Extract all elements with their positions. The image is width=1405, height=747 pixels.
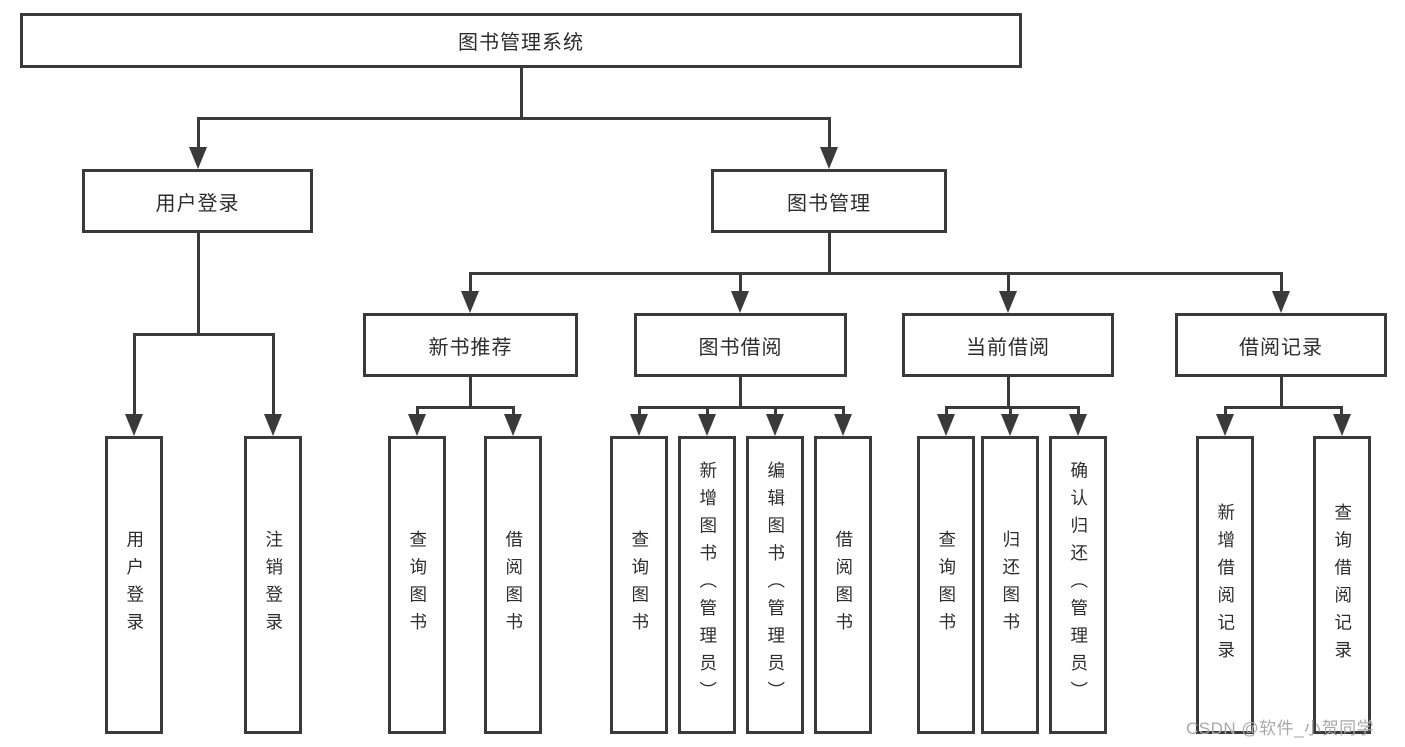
node-label: 用户登录 — [155, 192, 240, 215]
leaf-query-borrow-record: 查询借阅记录 — [1313, 436, 1371, 734]
leaf-query-books-recommend: 查询图书 — [388, 436, 446, 734]
leaf-label: 查询图书 — [407, 530, 428, 640]
leaf-query-books-current: 查询图书 — [917, 436, 975, 734]
node-label: 图书管理 — [787, 192, 871, 215]
node-label: 借阅记录 — [1239, 336, 1323, 359]
node-borrowing-records: 借阅记录 — [1175, 313, 1387, 377]
leaf-add-books-admin: 新增图书（管理员） — [678, 436, 736, 734]
arrowhead-down-icon — [1333, 414, 1351, 436]
leaf-user-login: 用户登录 — [105, 436, 163, 734]
arrowhead-down-icon — [1001, 414, 1019, 436]
leaf-query-books-borrowing: 查询图书 — [610, 436, 668, 734]
node-book-borrowing: 图书借阅 — [634, 313, 847, 377]
arrowhead-down-icon — [1272, 291, 1290, 313]
connector-hline — [133, 333, 275, 336]
arrowhead-down-icon — [125, 414, 143, 436]
arrowhead-down-icon — [698, 414, 716, 436]
leaf-label: 新增图书（管理员） — [697, 461, 718, 709]
connector-hline — [1225, 406, 1343, 409]
node-new-book-recommendation: 新书推荐 — [363, 313, 578, 377]
connector-hline — [946, 406, 1079, 409]
node-label: 图书管理系统 — [458, 32, 584, 54]
node-book-management: 图书管理 — [711, 169, 947, 233]
leaf-label: 确认归还（管理员） — [1068, 461, 1089, 709]
leaf-label: 归还图书 — [1000, 530, 1021, 640]
connector-vline — [1077, 406, 1080, 416]
leaf-return-books: 归还图书 — [981, 436, 1039, 734]
arrowhead-down-icon — [189, 147, 207, 169]
connector-vline — [706, 406, 709, 416]
arrowhead-down-icon — [264, 414, 282, 436]
node-user-login: 用户登录 — [82, 169, 313, 233]
arrowhead-down-icon — [820, 147, 838, 169]
node-current-borrowing: 当前借阅 — [902, 313, 1114, 377]
arrowhead-down-icon — [937, 414, 955, 436]
node-label: 新书推荐 — [428, 336, 513, 359]
leaf-edit-books-admin: 编辑图书（管理员） — [746, 436, 804, 734]
watermark: CSDN @软件_小贺同学 — [1186, 719, 1375, 738]
connector-vline — [842, 406, 845, 416]
connector-hline — [639, 406, 844, 409]
leaf-label: 借阅图书 — [503, 530, 524, 640]
leaf-borrow-books-recommend: 借阅图书 — [484, 436, 542, 734]
connector-vline — [1224, 406, 1227, 416]
leaf-label: 编辑图书（管理员） — [765, 461, 786, 709]
connector-vline — [1007, 272, 1010, 293]
leaf-label: 注销登录 — [263, 530, 284, 640]
connector-hline — [470, 272, 1282, 275]
arrowhead-down-icon — [834, 414, 852, 436]
arrowhead-down-icon — [504, 414, 522, 436]
leaf-label: 借阅图书 — [833, 530, 854, 640]
connector-vline — [512, 406, 515, 416]
connector-vline — [520, 68, 523, 120]
connector-vline — [1280, 377, 1283, 408]
leaf-label: 用户登录 — [124, 530, 145, 640]
arrowhead-down-icon — [731, 291, 749, 313]
node-library-management-system: 图书管理系统 — [20, 13, 1022, 68]
connector-vline — [828, 117, 831, 149]
connector-hline — [197, 117, 831, 120]
leaf-add-borrow-record: 新增借阅记录 — [1196, 436, 1254, 734]
arrowhead-down-icon — [766, 414, 784, 436]
connector-vline — [1007, 377, 1010, 408]
arrowhead-down-icon — [1216, 414, 1234, 436]
connector-vline — [1280, 272, 1283, 293]
connector-vline — [272, 333, 275, 416]
leaf-logout: 注销登录 — [244, 436, 302, 734]
arrowhead-down-icon — [461, 291, 479, 313]
arrowhead-down-icon — [1069, 414, 1087, 436]
connector-vline — [469, 377, 472, 408]
node-label: 图书借阅 — [698, 336, 783, 359]
arrowhead-down-icon — [630, 414, 648, 436]
connector-vline — [739, 377, 742, 408]
leaf-confirm-return-admin: 确认归还（管理员） — [1049, 436, 1107, 734]
connector-vline — [774, 406, 777, 416]
leaf-label: 查询图书 — [629, 530, 650, 640]
connector-vline — [133, 333, 136, 416]
connector-vline — [945, 406, 948, 416]
leaf-label: 查询图书 — [936, 530, 957, 640]
connector-vline — [197, 233, 200, 335]
connector-vline — [416, 406, 419, 416]
connector-vline — [1340, 406, 1343, 416]
arrowhead-down-icon — [408, 414, 426, 436]
connector-vline — [1009, 406, 1012, 416]
connector-vline — [638, 406, 641, 416]
leaf-label: 查询借阅记录 — [1332, 502, 1353, 668]
connector-vline — [469, 272, 472, 293]
connector-vline — [739, 272, 742, 293]
leaf-borrow-books-borrowing: 借阅图书 — [814, 436, 872, 734]
arrowhead-down-icon — [999, 291, 1017, 313]
connector-hline — [417, 406, 514, 409]
connector-vline — [197, 117, 200, 149]
connector-vline — [828, 233, 831, 274]
leaf-label: 新增借阅记录 — [1215, 502, 1236, 668]
node-label: 当前借阅 — [966, 336, 1050, 359]
